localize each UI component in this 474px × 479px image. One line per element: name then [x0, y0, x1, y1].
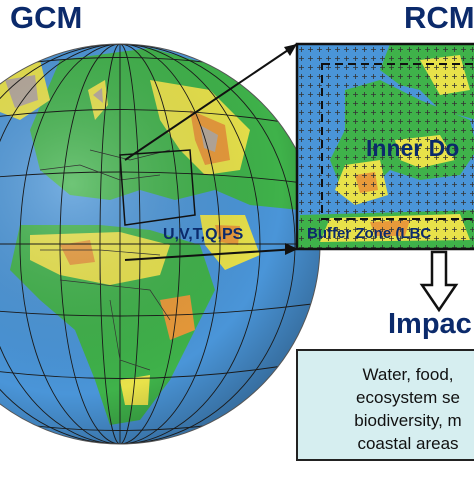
gcm-label: GCM: [10, 0, 83, 35]
country-borders: [39, 149, 171, 371]
impacts-line-4: coastal areas: [357, 434, 459, 453]
rcm-grid-points: [297, 44, 474, 249]
impacts-line-1: Water, food,: [362, 365, 454, 384]
inner-domain-label: Inner Do: [366, 135, 460, 161]
zoom-line-bottom: [124, 248, 298, 261]
rcm-label: RCM: [404, 0, 474, 35]
impacts-line-2: ecosystem se: [356, 388, 460, 407]
forcing-variables-label: U,V,T,Q,PS: [163, 226, 244, 243]
rcm-map: [295, 42, 474, 251]
zoom-arrowhead-top: [284, 44, 297, 56]
zoom-line-top: [124, 43, 298, 161]
zoom-arrowhead-bottom: [285, 243, 298, 255]
globe-icon: [0, 43, 321, 445]
buffer-zone-label: Buffer Zone (LBC: [307, 225, 432, 242]
hollow-down-arrow-icon: [419, 250, 459, 313]
impacts-line-3: biodiversity, m: [354, 411, 462, 430]
rcm-frame: [295, 42, 474, 251]
rcm-domain-outline-on-globe: [119, 149, 196, 226]
impacts-box: Water, food, ecosystem se biodiversity, …: [296, 349, 474, 461]
impacts-label: Impac: [388, 308, 472, 340]
inner-domain-boundary: [321, 63, 474, 220]
